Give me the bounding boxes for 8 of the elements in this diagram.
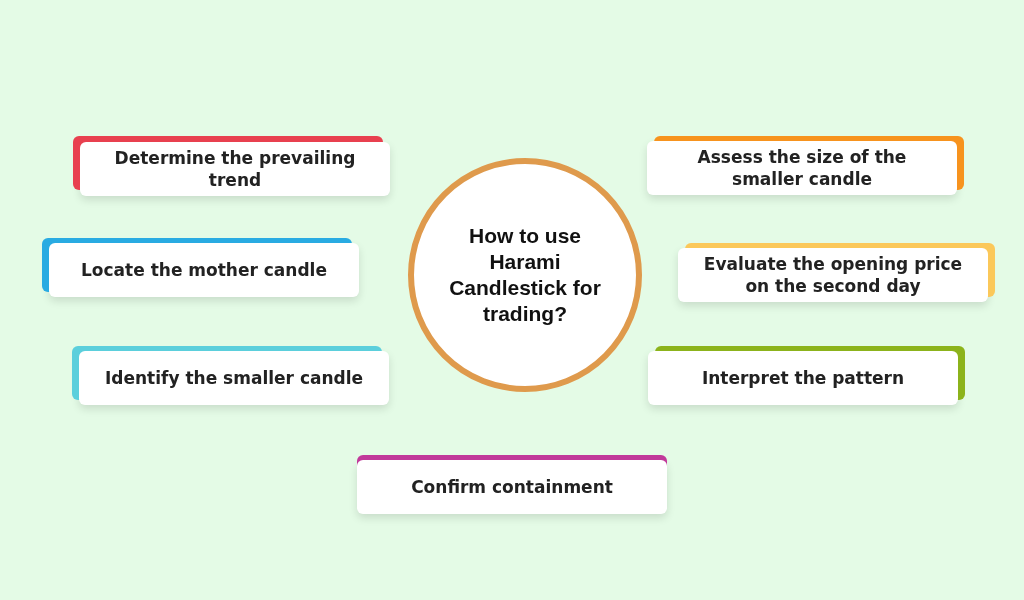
step-text: Confirm containment	[411, 476, 613, 498]
step-text: Locate the mother candle	[81, 259, 327, 281]
title-text: How to use Harami Candlestick for trading?	[448, 223, 602, 327]
step-text: Assess the size of the smaller candle	[696, 146, 908, 190]
step-text: Determine the prevailing trend	[113, 147, 357, 191]
step-text: Interpret the pattern	[701, 367, 905, 389]
step-text: Identify the smaller candle	[104, 367, 364, 389]
step-text: Evaluate the opening price on the second day	[702, 253, 964, 297]
